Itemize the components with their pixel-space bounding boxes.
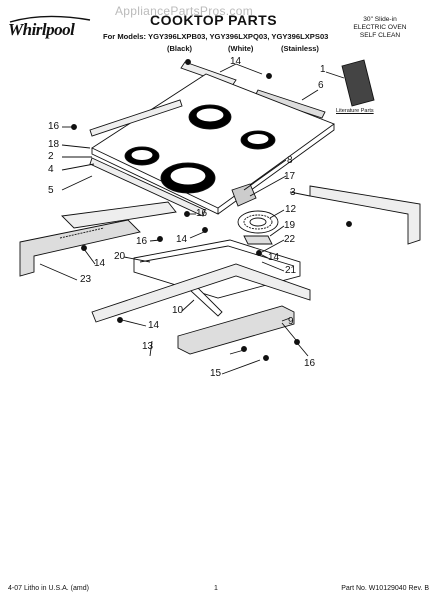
footer-litho: 4-07 Litho in U.S.A. (amd) — [8, 585, 89, 592]
callout-number: 16 — [196, 208, 208, 219]
product-description: 30" Slide-in ELECTRIC OVEN SELF CLEAN — [345, 16, 415, 40]
screw — [185, 59, 191, 65]
callout-number: 14 — [148, 320, 160, 331]
callout-number: 16 — [48, 121, 60, 132]
right-side-rail — [309, 185, 421, 245]
callout-number: 17 — [284, 171, 296, 182]
callout-number: 20 — [114, 251, 126, 262]
callout-number: 14 — [94, 258, 106, 269]
watermark: AppliancePartsPros.com — [115, 4, 253, 18]
literature-parts-label: Literature Parts — [336, 108, 374, 114]
screw — [346, 221, 352, 227]
finish-stainless: (Stainless) — [281, 44, 319, 53]
side-line-1: 30" Slide-in — [363, 16, 397, 23]
screw — [157, 236, 163, 242]
callout-number: 14 — [176, 234, 188, 245]
front-trim-bar — [177, 305, 295, 355]
callout-number: 8 — [287, 155, 293, 166]
callout-number: 14 — [230, 56, 242, 67]
callout-number: 9 — [288, 316, 294, 327]
cooktop-glass — [91, 73, 335, 209]
callout-number: 15 — [210, 368, 222, 379]
callout-number: 13 — [142, 341, 154, 352]
left-burner-box — [19, 219, 141, 277]
left-side-trim — [89, 99, 183, 137]
lower-frame-rail — [91, 263, 311, 323]
callout-number: 6 — [318, 80, 324, 91]
model-numbers: For Models: YGY396LXPB03, YGY396LXPQ03, … — [103, 32, 329, 41]
callout-number: 16 — [304, 358, 316, 369]
callout-number: 21 — [285, 265, 297, 276]
callout-number: 19 — [284, 220, 296, 231]
screw — [266, 73, 272, 79]
limiter-bracket — [231, 183, 257, 207]
screw — [202, 227, 208, 233]
callout-number: 1 — [320, 64, 326, 75]
callout-number: 5 — [48, 185, 54, 196]
left-side-rail — [61, 201, 177, 229]
callout-number: 18 — [48, 139, 60, 150]
callout-number: 2 — [48, 151, 54, 162]
front-left-trim — [89, 157, 206, 217]
side-line-2: ELECTRIC OVEN — [353, 24, 407, 31]
screw — [117, 317, 123, 323]
screw — [294, 339, 300, 345]
screw — [263, 355, 269, 361]
page-number: 1 — [214, 585, 218, 592]
callout-number: 12 — [285, 204, 297, 215]
brand-name: Whirlpool — [8, 20, 75, 39]
surface-element-coil — [237, 210, 279, 234]
part-number: Part No. W10129040 Rev. B — [341, 585, 429, 592]
whirlpool-logo — [4, 14, 96, 44]
callout-number: 22 — [284, 234, 296, 245]
finish-black: (Black) — [167, 44, 193, 53]
logo-swoosh-icon — [9, 15, 91, 23]
callout-number: 10 — [172, 305, 184, 316]
screw — [81, 245, 87, 251]
callout-number: 3 — [290, 187, 296, 198]
literature-booklet — [341, 59, 375, 107]
element-support — [243, 235, 273, 245]
finish-white: (White) — [228, 44, 254, 53]
side-line-3: SELF CLEAN — [359, 32, 401, 39]
callout-number: 23 — [80, 274, 92, 285]
callout-number: 14 — [268, 252, 280, 263]
callout-number: 16 — [136, 236, 148, 247]
page-title: COOKTOP PARTS — [150, 12, 278, 28]
callout-number: 4 — [48, 164, 54, 175]
